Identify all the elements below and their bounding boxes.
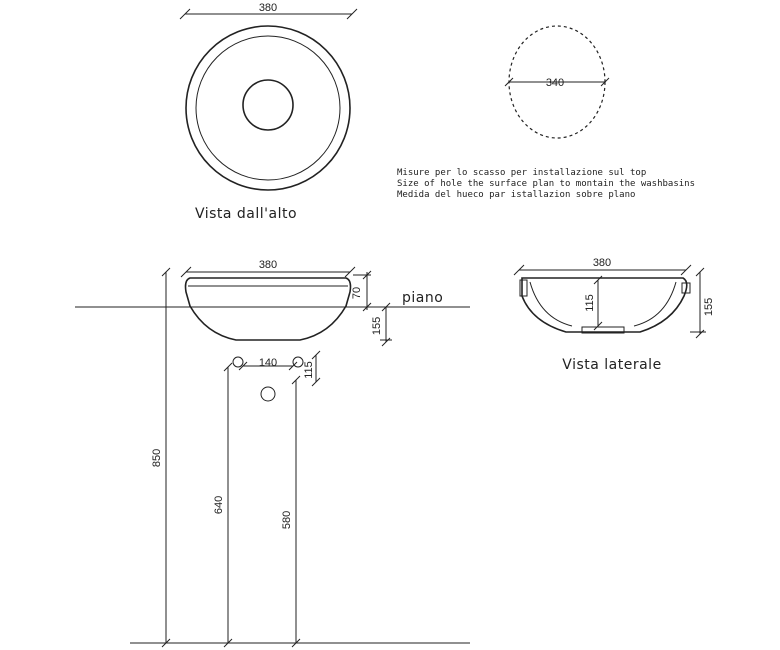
fixing-hole-right [292, 356, 304, 368]
side-view: 380 115 155 Vista laterale [513, 257, 715, 373]
front-view: 380 piano 70 155 850 140 [75, 259, 470, 648]
total-height-label: 850 [151, 449, 163, 467]
top-view: 380 Vista dall'alto [179, 2, 358, 222]
height-640-label: 640 [213, 496, 225, 514]
side-depth-label: 155 [703, 298, 715, 316]
cutout-note-it: Misure per lo scasso per installazione s… [397, 168, 646, 178]
fixing-hole-left [232, 356, 244, 368]
side-drain [581, 326, 625, 334]
hole-height-label: 115 [303, 361, 315, 379]
below-plane-label: 155 [371, 317, 383, 335]
basin-outer-circle [185, 25, 351, 191]
rim-height-label: 70 [351, 287, 363, 299]
top-view-width-label: 380 [259, 2, 277, 14]
cutout-note-es: Medida del hueco par istallazion sobre p… [397, 190, 635, 200]
drain-outlet [260, 386, 276, 402]
side-inner-depth-label: 115 [584, 294, 596, 312]
side-view-width-label: 380 [593, 257, 611, 269]
side-basin-outline [521, 277, 688, 333]
basin-inner-circle [195, 35, 341, 181]
height-580-label: 580 [281, 511, 293, 529]
top-view-caption: Vista dall'alto [195, 206, 297, 222]
front-view-width-label: 380 [259, 259, 277, 271]
front-basin-outline [184, 277, 352, 341]
plane-label: piano [402, 290, 443, 306]
hole-spacing-label: 140 [259, 357, 277, 369]
side-view-caption: Vista laterale [562, 357, 661, 373]
cutout-template: 340 Misure per lo scasso per installazio… [397, 25, 695, 200]
cutout-diameter-label: 340 [546, 77, 564, 89]
cutout-note-en: Size of hole the surface plan to montain… [397, 179, 695, 189]
drain-hole [242, 79, 294, 131]
